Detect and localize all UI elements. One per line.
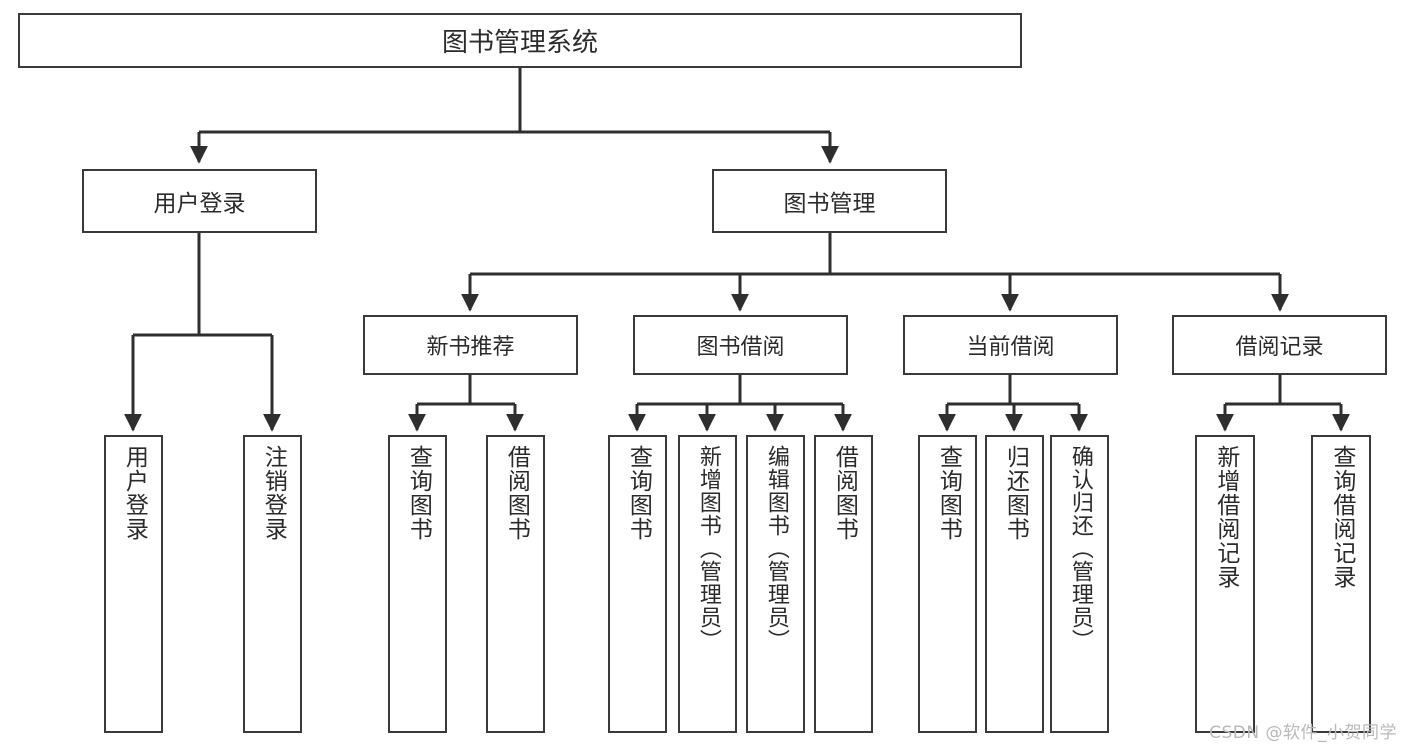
node-new-book-recommend-label: 新书推荐 xyxy=(426,335,515,360)
leaf-label: 注销登录 xyxy=(260,445,287,541)
leaf-book-borrow-add[interactable]: 新增图书（管理员） xyxy=(678,435,737,733)
leaf-user-login-signout[interactable]: 注销登录 xyxy=(243,435,302,733)
leaf-label: 查询图书 xyxy=(405,445,432,541)
leaf-label: 查询图书 xyxy=(625,445,652,541)
leaf-book-borrow-query[interactable]: 查询图书 xyxy=(608,435,667,733)
leaf-book-borrow-edit[interactable]: 编辑图书（管理员） xyxy=(746,435,805,733)
leaf-label: 查询图书 xyxy=(935,445,962,541)
node-root-label: 图书管理系统 xyxy=(441,28,598,58)
leaf-label: 归还图书 xyxy=(1002,445,1029,541)
leaf-label: 查询借阅记录 xyxy=(1328,445,1355,589)
leaf-book-borrow-borrow[interactable]: 借阅图书 xyxy=(814,435,873,733)
leaf-label: 新增借阅记录 xyxy=(1212,445,1239,589)
leaf-user-login-signin[interactable]: 用户登录 xyxy=(104,435,163,733)
node-user-login[interactable]: 用户登录 xyxy=(82,169,317,233)
leaf-label: 借阅图书 xyxy=(503,445,530,541)
leaf-new-book-query[interactable]: 查询图书 xyxy=(388,435,447,733)
node-borrow-record-label: 借阅记录 xyxy=(1235,335,1324,360)
node-book-borrow[interactable]: 图书借阅 xyxy=(633,315,848,375)
node-user-login-label: 用户登录 xyxy=(153,191,246,217)
watermark: CSDN @软件_小贺同学 xyxy=(1209,723,1397,743)
node-book-borrow-label: 图书借阅 xyxy=(696,335,785,360)
node-root[interactable]: 图书管理系统 xyxy=(18,13,1022,68)
node-book-management-label: 图书管理 xyxy=(783,191,876,217)
leaf-borrow-record-query[interactable]: 查询借阅记录 xyxy=(1311,435,1371,733)
node-new-book-recommend[interactable]: 新书推荐 xyxy=(363,315,578,375)
node-borrow-record[interactable]: 借阅记录 xyxy=(1172,315,1387,375)
leaf-label: 用户登录 xyxy=(121,445,148,541)
node-current-borrow-label: 当前借阅 xyxy=(966,335,1055,360)
leaf-current-borrow-return[interactable]: 归还图书 xyxy=(985,435,1044,733)
leaf-borrow-record-add[interactable]: 新增借阅记录 xyxy=(1195,435,1255,733)
node-current-borrow[interactable]: 当前借阅 xyxy=(903,315,1118,375)
leaf-label: 确认归还（管理员） xyxy=(1067,445,1093,652)
leaf-current-borrow-confirm-return[interactable]: 确认归还（管理员） xyxy=(1050,435,1109,733)
leaf-label: 借阅图书 xyxy=(831,445,858,541)
leaf-current-borrow-query[interactable]: 查询图书 xyxy=(918,435,977,733)
leaf-label: 编辑图书（管理员） xyxy=(763,445,789,652)
leaf-new-book-borrow[interactable]: 借阅图书 xyxy=(486,435,545,733)
node-book-management[interactable]: 图书管理 xyxy=(712,169,947,233)
leaf-label: 新增图书（管理员） xyxy=(695,445,721,652)
